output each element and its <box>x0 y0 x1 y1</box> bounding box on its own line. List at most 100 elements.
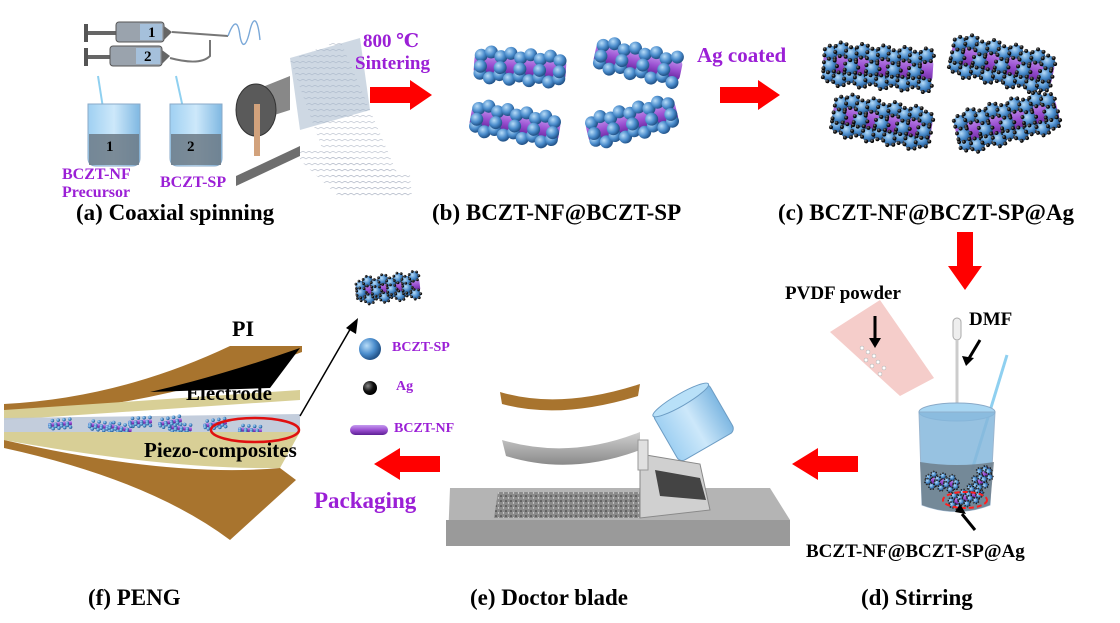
ag-particle <box>821 60 826 65</box>
ag-particle <box>928 483 931 486</box>
ag-particle <box>1018 51 1023 56</box>
bczt-sp-sphere <box>472 101 486 115</box>
bczt-sp-sphere <box>623 67 637 81</box>
bczt-sp-sphere <box>904 135 919 150</box>
ag-particle <box>968 483 970 486</box>
ag-particle <box>984 475 987 478</box>
ag-particle <box>965 495 968 498</box>
bczt-sp-sphere <box>953 36 968 51</box>
ag-particle <box>950 69 955 74</box>
ag-particle <box>1032 120 1037 125</box>
ag-particle <box>981 489 983 492</box>
ag-particle <box>837 54 842 59</box>
ag-particle <box>371 292 374 296</box>
ag-particle <box>860 42 864 46</box>
panel-a-coaxial-spinning <box>84 20 412 198</box>
ag-particle <box>1014 42 1018 47</box>
ag-particle <box>920 70 925 75</box>
ag-particle <box>879 115 884 119</box>
ag-particle <box>906 72 911 77</box>
ag-particle <box>980 140 985 145</box>
ag-particle <box>971 499 974 501</box>
ag-particle <box>1038 69 1043 73</box>
ag-particle <box>984 60 989 65</box>
ag-particle <box>843 54 848 59</box>
ag-particle <box>982 80 987 85</box>
ag-particle <box>1006 65 1011 70</box>
ag-particle <box>990 469 993 472</box>
ag-particle <box>936 479 938 482</box>
ag-particle <box>964 36 969 40</box>
ag-particle <box>927 473 930 476</box>
ag-particle <box>981 147 986 151</box>
ag-particle <box>986 486 989 488</box>
ag-particle <box>977 52 982 57</box>
ag-particle <box>971 107 976 112</box>
bczt-sp-sphere <box>617 43 631 57</box>
ag-particle <box>990 472 992 474</box>
pvdf-powder-label: PVDF powder <box>785 283 901 304</box>
ag-particle <box>969 141 973 146</box>
ag-particle <box>916 125 921 130</box>
ag-particle <box>880 57 885 62</box>
bczt-sp-sphere <box>356 287 367 298</box>
ag-particle <box>849 135 853 140</box>
ag-particle <box>955 503 958 506</box>
ag-particle <box>985 471 988 474</box>
bczt-sp-sphere <box>874 116 889 131</box>
ag-particle <box>942 482 945 484</box>
ag-particle <box>822 47 827 52</box>
ag-particle <box>359 299 363 303</box>
ag-particle <box>994 131 999 135</box>
ag-particle <box>400 277 404 281</box>
bczt-sp-sphere <box>861 127 876 142</box>
ag-particle <box>1002 70 1007 75</box>
ag-particle <box>383 300 386 304</box>
ag-particle <box>931 476 934 479</box>
ag-particle <box>908 46 913 51</box>
ag-particle <box>831 73 836 78</box>
arrow-e-to-f <box>374 448 440 480</box>
ag-particle <box>945 477 948 479</box>
bczt-sp-sphere <box>513 62 527 76</box>
ag-particle <box>930 471 933 474</box>
ag-particle <box>981 467 984 469</box>
ag-particle <box>835 84 840 89</box>
beaker-1-number: 1 <box>106 139 114 155</box>
ag-particle <box>929 478 931 481</box>
bczt-sp-sphere <box>638 47 652 61</box>
pi-label: PI <box>232 316 254 341</box>
bczt-sp-sphere <box>895 120 910 135</box>
ag-particle <box>1002 74 1007 79</box>
ag-particle <box>381 283 385 286</box>
ag-particle <box>417 296 421 300</box>
ag-particle <box>910 85 915 90</box>
ag-particle <box>865 50 870 55</box>
bczt-sp-sphere <box>943 481 950 488</box>
bczt-sp-sphere <box>148 423 153 428</box>
ag-particle <box>897 54 902 59</box>
ag-particle <box>980 483 982 486</box>
bczt-sp-sphere <box>527 122 541 136</box>
ag-particle <box>896 62 901 67</box>
ag-particle <box>1007 137 1012 142</box>
ag-particle <box>939 473 942 476</box>
panel-d-stirring <box>830 300 1009 531</box>
beaker-2-label: BCZT-SP <box>160 174 227 191</box>
bczt-sp-sphere <box>951 492 958 499</box>
ag-particle <box>1048 92 1053 97</box>
ag-particle <box>986 467 989 469</box>
ag-particle <box>960 76 965 80</box>
bczt-sp-sphere <box>117 421 122 426</box>
ag-particle <box>416 278 419 282</box>
ag-particle <box>931 117 936 122</box>
ag-particle <box>956 493 958 496</box>
ag-particle <box>949 485 951 488</box>
bczt-sp-sphere <box>840 124 855 139</box>
ag-particle <box>1041 133 1046 138</box>
ag-particle <box>860 134 865 139</box>
ag-particle <box>399 272 403 276</box>
bczt-sp-sphere <box>631 100 645 114</box>
bczt-sp-sphere <box>928 483 935 490</box>
ag-particle <box>380 273 384 277</box>
